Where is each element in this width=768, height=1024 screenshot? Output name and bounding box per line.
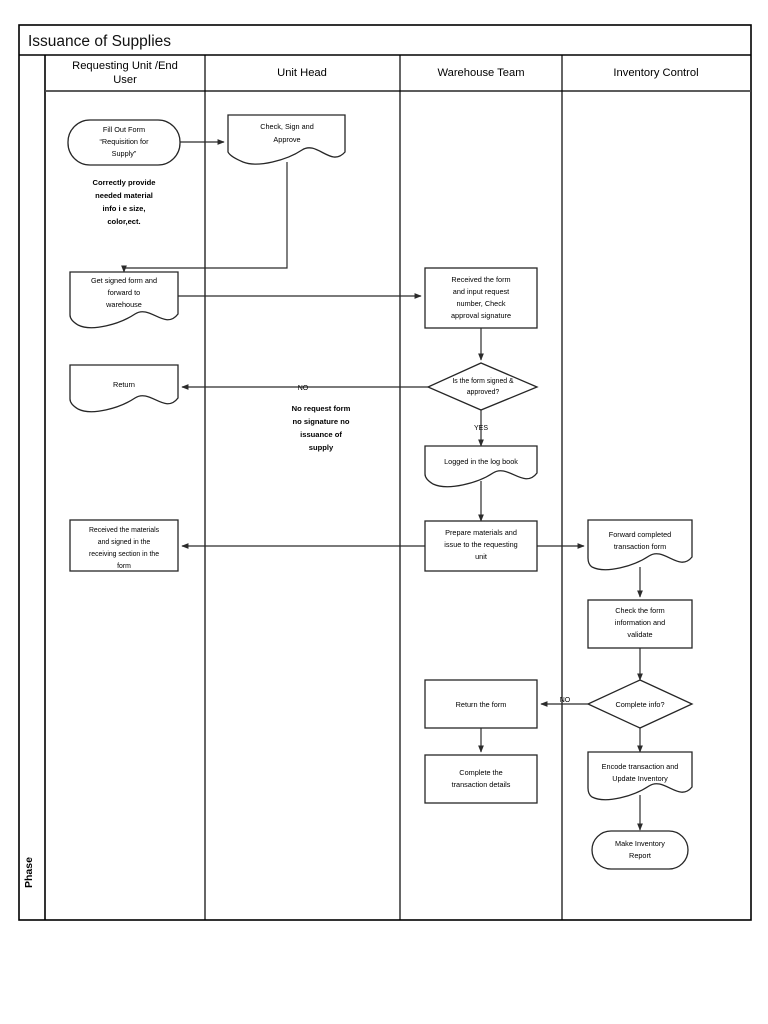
- node-fill-out-form-line-1: Fill Out Form: [103, 125, 145, 134]
- lane-label-requesting-line1: Requesting Unit /End: [72, 60, 178, 72]
- node-complete-details-line-1: Complete the: [459, 768, 502, 777]
- node-check-sign-line-2: Approve: [273, 135, 300, 144]
- node-return[interactable]: Return: [69, 364, 179, 413]
- node-check-form-line-1: Check the form: [615, 606, 664, 615]
- lane-label-requesting-line2: User: [113, 74, 137, 86]
- node-get-signed-line-2: forward to: [108, 288, 140, 297]
- node-complete-info-line-1: Complete info?: [615, 700, 664, 709]
- node-encode-line-2: Update Inventory: [612, 774, 668, 783]
- node-check-sign-line-1: Check, Sign and: [260, 122, 314, 131]
- node-prepare-line-2: issue to the requesting: [444, 540, 517, 549]
- lane-label-inventory: Inventory Control: [613, 67, 698, 79]
- node-report-line-1: Make Inventory: [615, 839, 665, 848]
- node-is-form-signed-line-2: approved?: [467, 389, 500, 396]
- node-fill-out-form-line-3: Supply”: [112, 149, 137, 158]
- node-check-form-line-2: information and: [615, 618, 665, 627]
- node-encode-transaction[interactable]: Encode transaction and Update Inventory: [587, 751, 693, 801]
- page-title: Issuance of Supplies: [28, 33, 171, 50]
- node-is-form-signed-line-1: Is the form signed &: [452, 378, 514, 385]
- node-report-line-2: Report: [629, 851, 651, 860]
- node-logged-in-logbook[interactable]: Logged in the log book: [424, 445, 538, 488]
- node-received-form-line-4: approval signature: [451, 311, 511, 320]
- node-forward-completed[interactable]: Forward completed transaction form: [587, 519, 693, 571]
- diagram-frame: [18, 24, 752, 921]
- node-complete-details-line-2: transaction details: [452, 780, 511, 789]
- lane-header-requesting: Requesting Unit /End User: [72, 60, 178, 86]
- node-received-form-line-2: and input request: [453, 287, 509, 296]
- node-received-materials-line-1: Received the materials: [89, 527, 160, 534]
- connector-checksign-to-getsigned: [121, 162, 288, 273]
- edge-label-no-complete-info: NO: [560, 697, 571, 704]
- node-check-sign-approve[interactable]: Check, Sign and Approve: [227, 114, 346, 165]
- node-make-inventory-report[interactable]: Make Inventory Report: [591, 830, 689, 870]
- node-check-form-line-3: validate: [627, 630, 652, 639]
- node-is-form-signed-decision[interactable]: Is the form signed & approved?: [426, 362, 539, 411]
- edge-label-yes-signed: YES: [474, 425, 488, 432]
- connectors: [121, 139, 643, 831]
- node-encode-line-1: Encode transaction and: [602, 762, 679, 771]
- note2-line-4: supply: [309, 443, 334, 452]
- node-received-the-form[interactable]: Received the form and input request numb…: [424, 267, 538, 329]
- lane-label-warehouse: Warehouse Team: [437, 67, 524, 79]
- note1-line-4: color,ect.: [107, 217, 140, 226]
- node-fill-out-form-line-2: “Requisition for: [99, 137, 149, 146]
- node-get-signed-line-1: Get signed form and: [91, 276, 157, 285]
- node-received-materials-line-2: and signed in the: [98, 539, 151, 546]
- node-received-form-line-3: number, Check: [456, 299, 505, 308]
- node-received-form-line-1: Received the form: [451, 275, 510, 284]
- note1-line-3: info i e size,: [102, 204, 145, 213]
- note2-line-3: issuance of: [300, 430, 342, 439]
- node-forward-line-2: transaction form: [614, 542, 666, 551]
- phase-label: Phase: [23, 857, 35, 888]
- lane-dividers: [204, 55, 563, 920]
- node-get-signed-form[interactable]: Get signed form and forward to warehouse: [69, 271, 179, 329]
- note2-line-1: No request form: [292, 404, 351, 413]
- node-forward-line-1: Forward completed: [609, 530, 671, 539]
- note1-line-2: needed material: [95, 191, 153, 200]
- node-return-the-form-line-1: Return the form: [456, 700, 507, 709]
- node-get-signed-line-3: warehouse: [105, 300, 142, 309]
- note2-line-2: no signature no: [293, 417, 350, 426]
- note-no-request-form: No request form no signature no issuance…: [292, 404, 351, 452]
- node-return-the-form[interactable]: Return the form: [424, 679, 538, 729]
- node-received-materials-line-4: form: [117, 563, 131, 570]
- note-correctly-provide: Correctly provide needed material info i…: [93, 178, 156, 226]
- node-received-materials[interactable]: Received the materials and signed in the…: [69, 519, 179, 572]
- node-prepare-materials[interactable]: Prepare materials and issue to the reque…: [424, 520, 538, 572]
- node-prepare-line-3: unit: [475, 552, 487, 561]
- node-return-line-1: Return: [113, 380, 135, 389]
- node-complete-transaction-details[interactable]: Complete the transaction details: [424, 754, 538, 804]
- node-fill-out-form[interactable]: Fill Out Form “Requisition for Supply”: [67, 119, 181, 166]
- node-prepare-line-1: Prepare materials and: [445, 528, 517, 537]
- node-complete-info-decision[interactable]: Complete info?: [586, 679, 694, 729]
- node-check-the-form[interactable]: Check the form information and validate: [587, 599, 693, 649]
- node-received-materials-line-3: receiving section in the: [89, 551, 159, 558]
- node-logbook-line-1: Logged in the log book: [444, 457, 518, 466]
- note1-line-1: Correctly provide: [93, 178, 156, 187]
- lane-label-unit-head: Unit Head: [277, 67, 327, 79]
- edge-label-no-signed: NO: [298, 385, 309, 392]
